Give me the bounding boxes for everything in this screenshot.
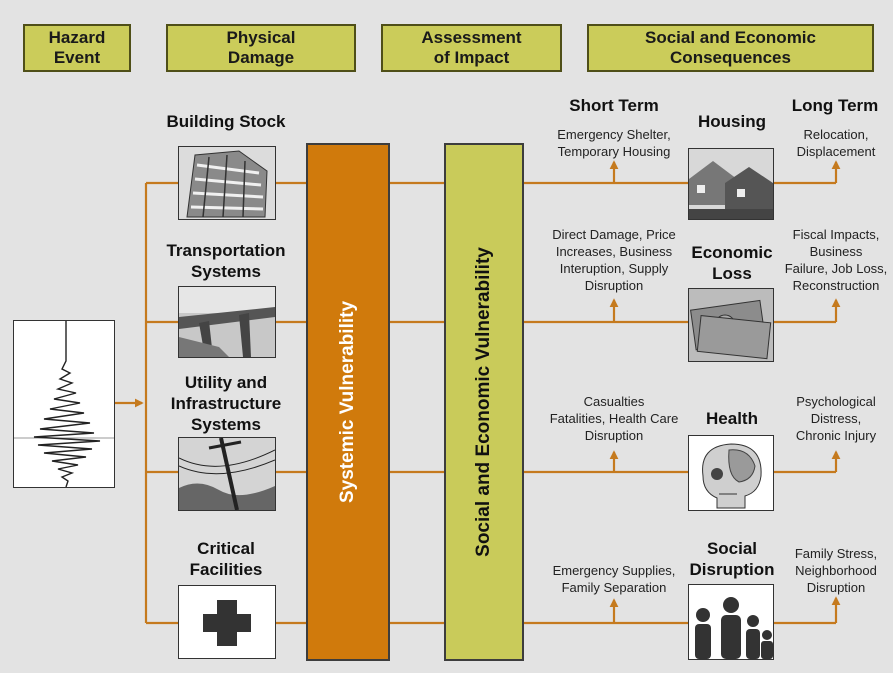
header-assessment-of-impact: Assessment of Impact bbox=[381, 24, 562, 72]
housing-photo bbox=[688, 148, 774, 220]
label-critical-facilities: Critical Facilities bbox=[189, 539, 263, 579]
health-brain-image bbox=[688, 435, 774, 511]
column-short-term: Short Term bbox=[569, 96, 659, 115]
health-label: Health bbox=[706, 409, 758, 428]
social-long-term: Family Stress, Neighborhood Disruption bbox=[794, 546, 878, 595]
header-physical-damage: Physical Damage bbox=[166, 24, 356, 72]
skull-brain-icon bbox=[689, 436, 773, 510]
family-icon bbox=[689, 585, 773, 659]
social-economic-vulnerability-label: Social and Economic Vulnerability bbox=[473, 247, 494, 557]
label-transportation-systems: Transportation Systems bbox=[166, 241, 286, 281]
label-utility-systems: Utility and Infrastructure Systems bbox=[170, 373, 282, 434]
housing-short-term: Emergency Shelter, Temporary Housing bbox=[557, 127, 671, 159]
health-long-term: Psychological Distress, Chronic Injury bbox=[795, 394, 877, 443]
building-stock-photo bbox=[178, 146, 276, 220]
social-disruption-image bbox=[688, 584, 774, 660]
economic-long-term: Fiscal Impacts, Business Failure, Job Lo… bbox=[784, 227, 888, 293]
housing-label: Housing bbox=[698, 112, 766, 131]
social-disruption-label: Social Disruption bbox=[689, 539, 775, 579]
transportation-photo bbox=[178, 286, 276, 358]
column-long-term: Long Term bbox=[791, 96, 879, 115]
seismogram-image bbox=[13, 320, 115, 488]
economic-short-term: Direct Damage, Price Increases, Business… bbox=[552, 227, 676, 293]
social-short-term: Emergency Supplies, Family Separation bbox=[552, 563, 676, 595]
social-economic-vulnerability-bar: Social and Economic Vulnerability bbox=[444, 143, 524, 661]
housing-long-term: Relocation, Displacement bbox=[796, 127, 876, 159]
systemic-vulnerability-bar: Systemic Vulnerability bbox=[306, 143, 390, 661]
utility-infrastructure-photo bbox=[178, 437, 276, 511]
label-building-stock: Building Stock bbox=[166, 112, 286, 131]
critical-facilities-cross-image bbox=[178, 585, 276, 659]
systemic-vulnerability-label: Systemic Vulnerability bbox=[337, 300, 358, 504]
economic-loss-photo bbox=[688, 288, 774, 362]
health-short-term: Casualties Fatalities, Health Care Disru… bbox=[549, 394, 679, 443]
header-consequences: Social and Economic Consequences bbox=[587, 24, 874, 72]
medical-cross-icon bbox=[179, 586, 275, 658]
header-hazard-event: Hazard Event bbox=[23, 24, 131, 72]
economic-loss-label: Economic Loss bbox=[691, 243, 773, 283]
